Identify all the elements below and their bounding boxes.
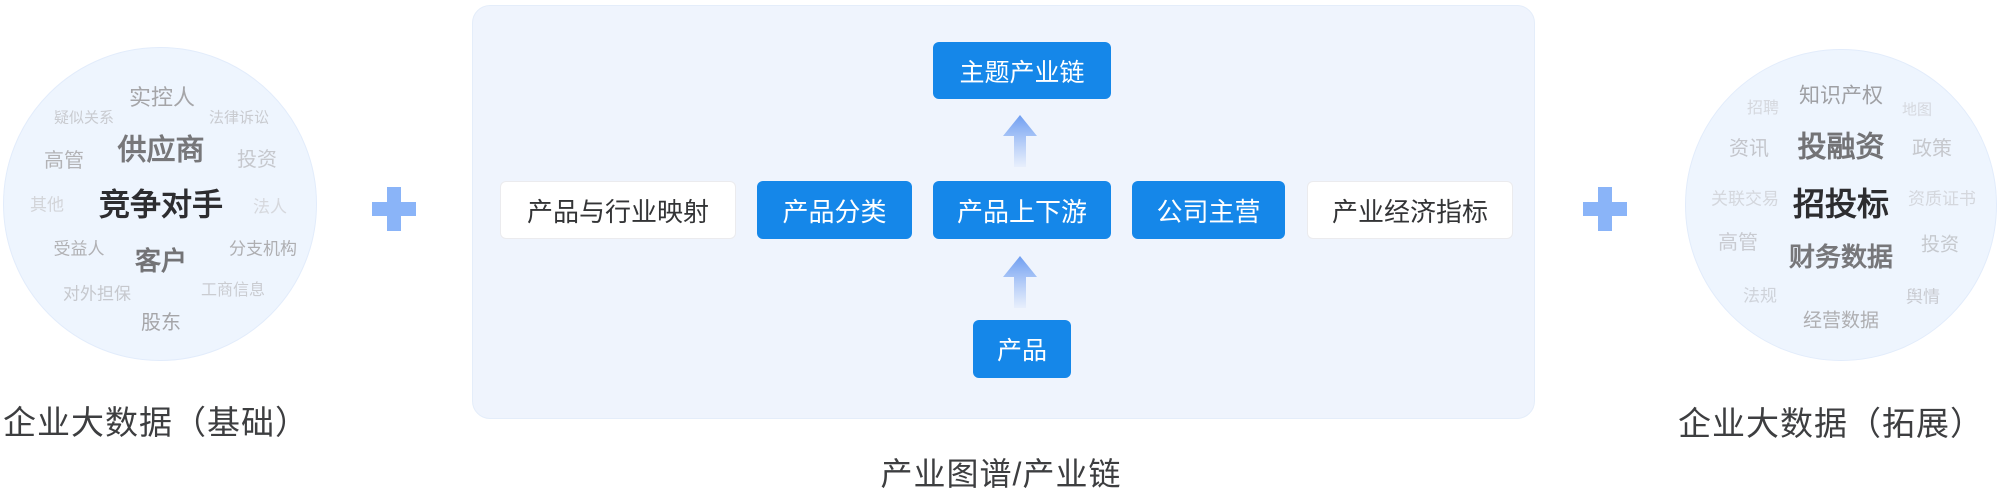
cloud-word: 法人 bbox=[253, 197, 287, 217]
cloud-word: 财务数据 bbox=[1788, 242, 1894, 272]
cloud-word: 供应商 bbox=[117, 134, 205, 167]
cloud-word: 对外担保 bbox=[63, 284, 131, 304]
up-arrow-icon bbox=[1003, 115, 1037, 167]
node-theme-industry-chain: 主题产业链 bbox=[933, 42, 1111, 99]
cloud-word: 经营数据 bbox=[1802, 310, 1880, 332]
node-industry-economic-indicators: 产业经济指标 bbox=[1307, 181, 1513, 239]
cloud-word: 地图 bbox=[1901, 101, 1933, 119]
extended-enterprise-data-cloud: 招聘 知识产权 地图 资讯 投融资 政策 关联交易 招投标 资质证书 高管 财务… bbox=[1685, 49, 1997, 361]
right-cluster-label: 企业大数据（拓展） bbox=[1678, 405, 1984, 442]
cloud-word: 知识产权 bbox=[1799, 84, 1883, 108]
node-product-industry-mapping: 产品与行业映射 bbox=[500, 181, 736, 239]
cloud-word: 其他 bbox=[30, 195, 64, 215]
up-arrow-icon bbox=[1003, 256, 1037, 308]
node-product-category: 产品分类 bbox=[757, 181, 912, 239]
cloud-word: 投融资 bbox=[1797, 131, 1885, 164]
plus-icon bbox=[1583, 187, 1627, 231]
cloud-word: 政策 bbox=[1912, 138, 1952, 160]
cloud-word: 高管 bbox=[1718, 232, 1758, 254]
cloud-word: 分支机构 bbox=[229, 239, 297, 259]
cloud-word: 招聘 bbox=[1746, 100, 1780, 117]
cloud-word: 工商信息 bbox=[200, 282, 266, 299]
basic-enterprise-data-cloud: 实控人 疑似关系 法律诉讼 供应商 高管 投资 其他 竞争对手 法人 受益人 客… bbox=[3, 47, 317, 361]
cloud-word: 关联交易 bbox=[1711, 189, 1779, 209]
left-cluster-label: 企业大数据（基础） bbox=[3, 404, 309, 441]
cloud-word: 法规 bbox=[1743, 286, 1777, 306]
cloud-word: 招投标 bbox=[1792, 186, 1890, 222]
cloud-word: 股东 bbox=[141, 312, 181, 334]
center-panel-caption: 产业图谱/产业链 bbox=[880, 456, 1122, 492]
cloud-word: 竞争对手 bbox=[99, 187, 223, 223]
node-product-upstream-downstream: 产品上下游 bbox=[933, 181, 1111, 239]
node-company-main-business: 公司主营 bbox=[1132, 181, 1285, 239]
cloud-word: 高管 bbox=[44, 150, 84, 172]
cloud-word: 资质证书 bbox=[1908, 189, 1976, 209]
cloud-word: 疑似关系 bbox=[53, 109, 115, 127]
cloud-word: 客户 bbox=[134, 246, 188, 276]
cloud-word: 受益人 bbox=[53, 239, 105, 259]
cloud-word: 法律诉讼 bbox=[208, 109, 270, 127]
cloud-word: 投资 bbox=[237, 149, 277, 171]
cloud-word: 资讯 bbox=[1729, 138, 1769, 160]
cloud-word: 投资 bbox=[1920, 234, 1960, 256]
cloud-word: 实控人 bbox=[128, 85, 196, 110]
plus-icon bbox=[372, 187, 416, 231]
node-product: 产品 bbox=[973, 320, 1071, 378]
cloud-word: 舆情 bbox=[1906, 287, 1940, 307]
